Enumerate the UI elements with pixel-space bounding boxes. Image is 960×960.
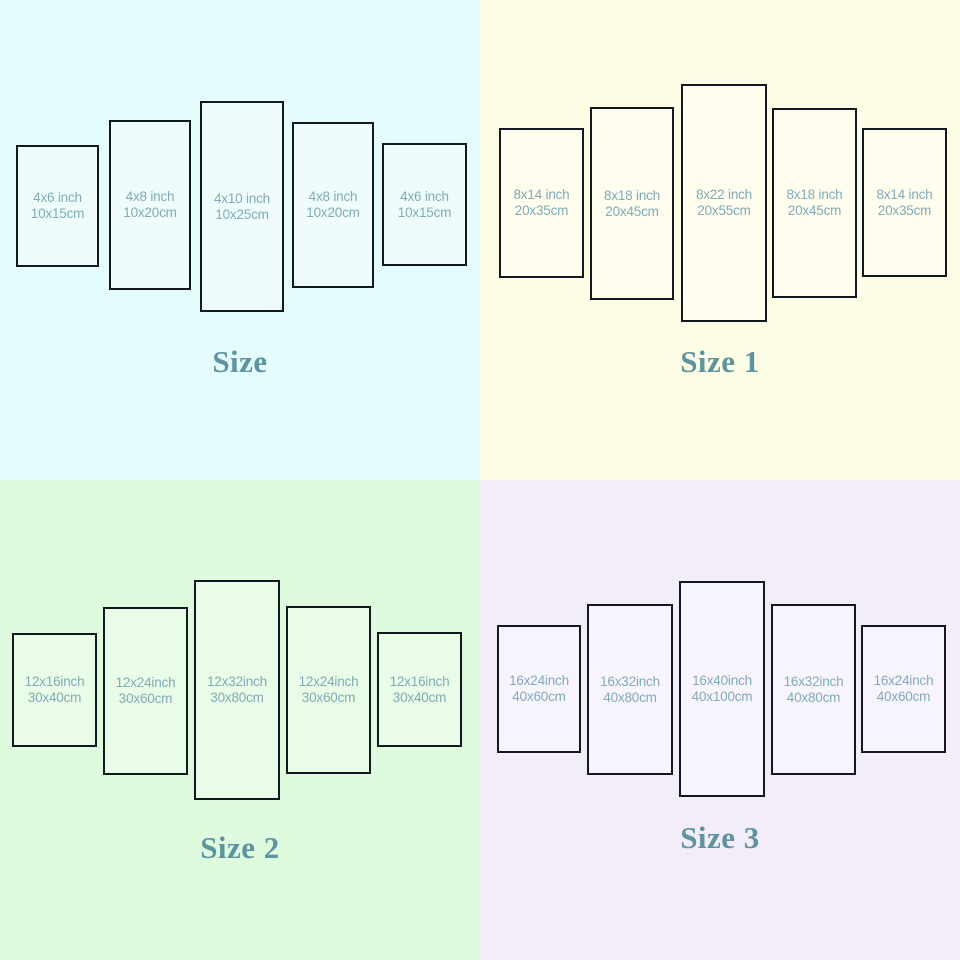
- panel-size-cm: 10x15cm: [397, 204, 452, 220]
- panel-size-inch: 12x16inch: [24, 674, 85, 690]
- panel-size-cm: 40x100cm: [691, 689, 753, 704]
- panel-size-cm: 20x55cm: [697, 203, 751, 218]
- panel-size-inch: 4x10 inch: [214, 190, 270, 206]
- panel-size-cm: 10x20cm: [123, 205, 177, 220]
- panel-size-inch: 16x24inch: [873, 673, 934, 689]
- panel-size-inch: 4x6 inch: [400, 188, 449, 204]
- panel-size-inch: 4x6 inch: [33, 190, 82, 206]
- panel-size-cm: 30x60cm: [118, 691, 173, 706]
- quadrant-title-size-3: Size 3: [680, 820, 760, 855]
- panel-size-cm: 10x20cm: [306, 205, 360, 220]
- panel-size-cm: 20x35cm: [514, 203, 569, 218]
- panel-size-inch: 16x24inch: [509, 673, 569, 689]
- panel-size-inch: 16x32inch: [600, 673, 660, 689]
- panel-size-cm: 40x80cm: [603, 689, 657, 705]
- panel-size-inch: 8x22 inch: [696, 187, 752, 203]
- panel-size-cm: 30x40cm: [27, 690, 82, 705]
- panel-size-cm: 40x80cm: [786, 689, 841, 705]
- quadrant-title-size-1: Size 1: [680, 344, 760, 379]
- panel-size-cm: 20x45cm: [787, 203, 842, 218]
- panel-size-inch: 16x40inch: [692, 673, 752, 689]
- panel-size-inch: 12x16inch: [389, 673, 450, 689]
- panel-size-cm: 30x60cm: [301, 690, 356, 705]
- panel-size-inch: 12x24inch: [298, 674, 359, 690]
- panel-size-inch: 4x8 inch: [125, 189, 175, 205]
- panel-size-inch: 12x32inch: [207, 674, 267, 690]
- panel-size-inch: 12x24inch: [115, 675, 176, 691]
- panel-size-cm: 10x15cm: [30, 206, 85, 221]
- quadrant-title-size-2: Size 2: [200, 830, 280, 865]
- panel-size-inch: 8x14 inch: [876, 186, 933, 202]
- panel-size-cm: 10x25cm: [215, 206, 269, 222]
- panel-size-inch: 4x8 inch: [308, 189, 358, 205]
- panel-size-inch: 16x32inch: [783, 673, 844, 689]
- panel-size-inch: 8x18 inch: [604, 187, 660, 203]
- panel-size-cm: 20x35cm: [877, 202, 932, 218]
- quadrant-title-size: Size: [212, 344, 268, 379]
- panel-size-cm: 30x40cm: [392, 689, 447, 705]
- panel-size-cm: 20x45cm: [605, 203, 659, 219]
- panel-size-cm: 30x80cm: [210, 690, 264, 705]
- panel-size-inch: 8x14 inch: [513, 187, 570, 203]
- panel-size-inch: 8x18 inch: [786, 187, 843, 203]
- panel-size-cm: 40x60cm: [512, 689, 566, 704]
- panel-size-cm: 40x60cm: [876, 689, 931, 704]
